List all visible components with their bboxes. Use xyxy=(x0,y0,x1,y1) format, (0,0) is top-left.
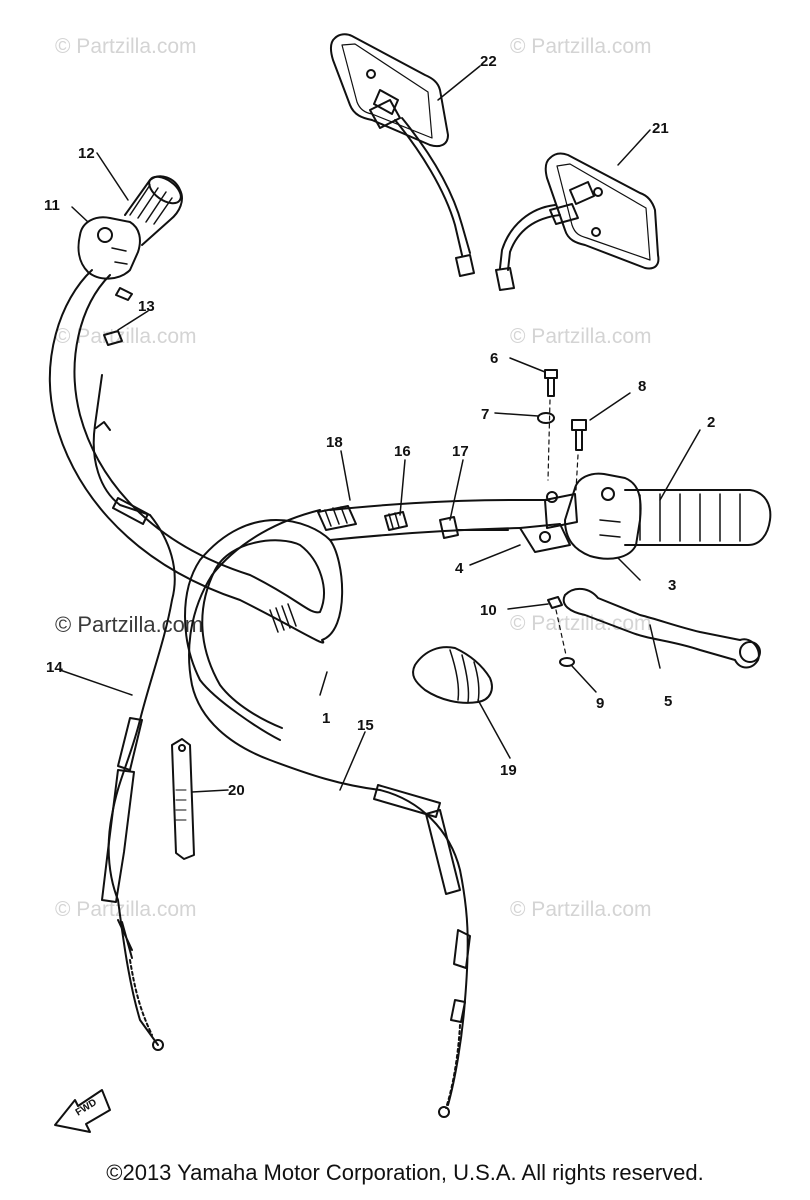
part-label: 5 xyxy=(664,693,672,710)
fastener-guides xyxy=(547,399,579,656)
watermark: © Partzilla.com xyxy=(510,35,652,58)
part-label: 11 xyxy=(44,197,60,214)
watermark: © Partzilla.com xyxy=(510,325,652,348)
part-label: 21 xyxy=(652,120,669,137)
part-label: 14 xyxy=(46,659,63,676)
part-label: 12 xyxy=(78,145,95,162)
part-label: 3 xyxy=(668,577,676,594)
cable-strap xyxy=(171,738,195,860)
part-label: 15 xyxy=(357,717,374,734)
part-label: 20 xyxy=(228,782,245,799)
watermark: © Partzilla.com xyxy=(55,325,197,348)
clutch-cable xyxy=(92,374,176,1051)
watermark: © Partzilla.com xyxy=(55,612,204,637)
part-label: 10 xyxy=(480,602,497,619)
watermark: © Partzilla.com xyxy=(55,35,197,58)
part-label: 13 xyxy=(138,298,155,315)
part-label: 8 xyxy=(638,378,646,395)
cable-adjuster-18 xyxy=(317,505,357,531)
part-label: 9 xyxy=(596,695,604,712)
part-label: 18 xyxy=(326,434,343,451)
adjuster-17 xyxy=(439,516,509,539)
fwd-arrow-icon: FWD xyxy=(54,1089,111,1133)
nut-10 xyxy=(547,596,563,609)
watermark: © Partzilla.com xyxy=(510,898,652,921)
part-label: 7 xyxy=(481,406,489,423)
part-label: 19 xyxy=(500,762,517,779)
left-switch-housing xyxy=(77,216,141,301)
washer-7 xyxy=(537,412,555,424)
part-label: 1 xyxy=(322,710,330,727)
leader-lines xyxy=(59,65,701,793)
brake-lever xyxy=(562,587,761,669)
lever-bracket-4 xyxy=(519,523,571,553)
part-label: 22 xyxy=(480,53,497,70)
bolt-6 xyxy=(544,369,558,397)
locknut-16 xyxy=(384,511,408,531)
left-grip xyxy=(124,175,183,246)
mirror-right xyxy=(495,152,660,291)
throttle-housing xyxy=(544,472,642,560)
throttle-cable xyxy=(188,509,471,1118)
boot xyxy=(412,646,493,704)
part-label: 16 xyxy=(394,443,411,460)
watermark: © Partzilla.com xyxy=(510,612,652,635)
part-label: 4 xyxy=(455,560,464,577)
part-labels: 1 2 3 4 5 6 7 8 9 10 11 12 13 14 15 16 1… xyxy=(44,53,715,799)
mirror-left xyxy=(329,33,475,277)
throttle-grip xyxy=(624,489,772,546)
part-label: 2 xyxy=(707,414,715,431)
part-label: 17 xyxy=(452,443,469,460)
part-label: 6 xyxy=(490,350,498,367)
handlebar xyxy=(48,269,549,741)
watermark: © Partzilla.com xyxy=(55,898,197,921)
washer-9 xyxy=(559,657,575,667)
bolt-8 xyxy=(571,419,587,451)
washer-13 xyxy=(103,330,123,346)
copyright-notice: ©2013 Yamaha Motor Corporation, U.S.A. A… xyxy=(106,1160,704,1185)
